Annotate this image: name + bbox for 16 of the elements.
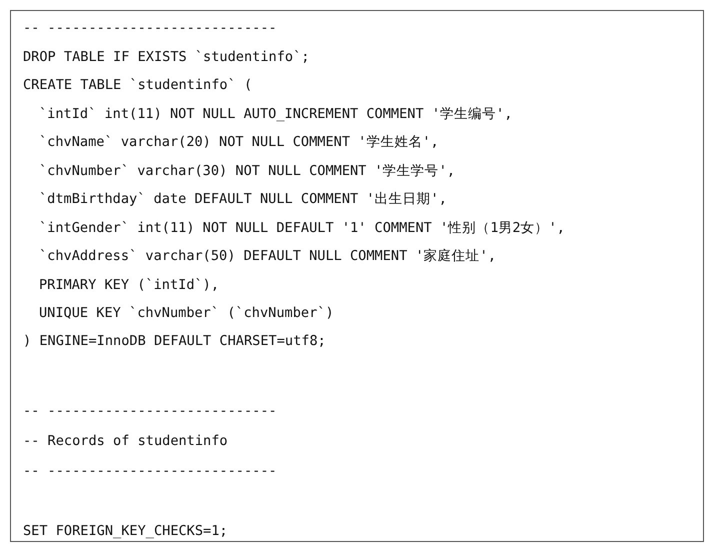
code-line: PRIMARY KEY (`intId`), <box>39 276 220 294</box>
code-line: `intId` int(11) NOT NULL AUTO_INCREMENT COMMENT '学生编号', <box>39 104 512 122</box>
code-line: -- ---------------------------- <box>23 19 277 37</box>
code-line: DROP TABLE IF EXISTS `studentinfo`; <box>23 48 310 66</box>
code-line: `chvName` varchar(20) NOT NULL COMMENT '学生姓名', <box>39 133 439 151</box>
code-line: ) ENGINE=InnoDB DEFAULT CHARSET=utf8; <box>23 332 326 350</box>
code-line: -- ---------------------------- <box>23 462 277 480</box>
code-line: `chvAddress` varchar(50) DEFAULT NULL COMMENT '家庭住址', <box>39 247 496 265</box>
code-line: `intGender` int(11) NOT NULL DEFAULT '1' COMMENT '性别（1男2女）', <box>39 218 565 236</box>
code-line: UNIQUE KEY `chvNumber` (`chvNumber`) <box>39 304 334 322</box>
code-line: `dtmBirthday` date DEFAULT NULL COMMENT '出生日期', <box>39 190 447 208</box>
code-line: SET FOREIGN_KEY_CHECKS=1; <box>23 522 228 540</box>
code-line: CREATE TABLE `studentinfo` ( <box>23 76 252 94</box>
code-line: `chvNumber` varchar(30) NOT NULL COMMENT '学生学号', <box>39 162 456 180</box>
code-line: -- Records of studentinfo <box>23 432 228 450</box>
code-line: -- ---------------------------- <box>23 402 277 420</box>
